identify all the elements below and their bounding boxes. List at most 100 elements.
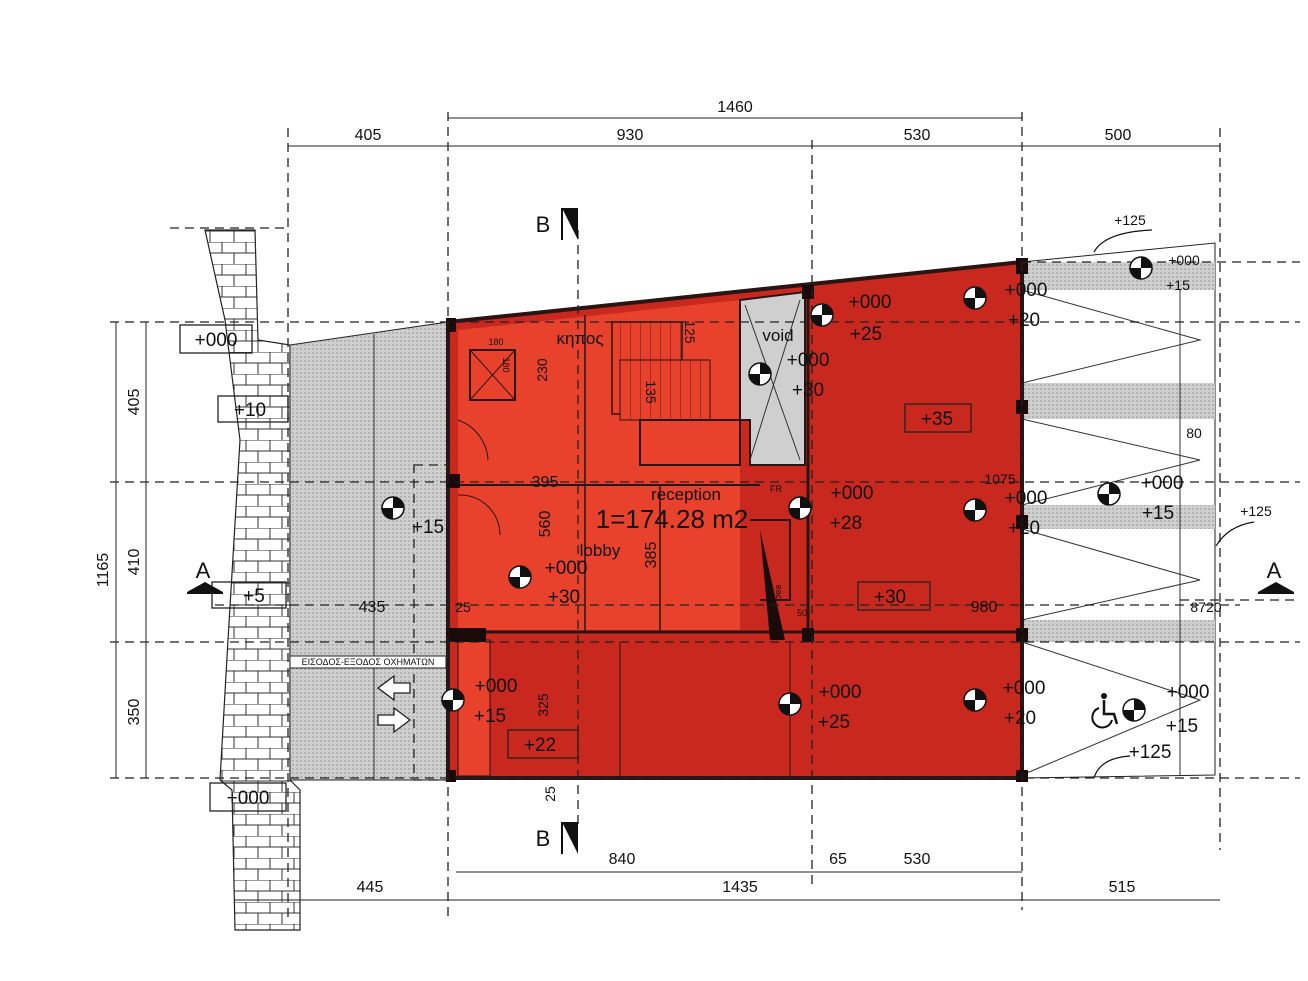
outline-arrow-icon [377,706,412,734]
dim-bottom-515: 515 [1109,879,1136,896]
level-out-top-15: +15 [1166,277,1190,293]
slope-arrow [1093,229,1153,253]
dim-bottom-530: 530 [904,851,931,868]
level-right-mid-000: +000 [1005,488,1048,509]
cross-circle-icon [508,565,532,589]
level-125-top: +125 [1114,212,1146,228]
dim-stair-180b: 180 [501,357,511,372]
level-bm-25: +25 [818,712,850,733]
cross-circle-icon [441,688,465,712]
level-mid-mid-000: +000 [831,483,874,504]
cross-circle-icon [1097,482,1121,506]
dim-left-410: 410 [126,549,143,576]
cross-circle-icon [963,498,987,522]
entry-driveway [289,321,449,781]
dim-inner-980: 980 [971,599,998,616]
level-22: +22 [524,735,556,756]
level-125-right: +125 [1240,503,1272,519]
cross-circle-icon [788,496,812,520]
level-bl-15: +15 [474,706,506,727]
level-lobby-000: +000 [545,558,588,579]
slope-arrow [1215,521,1255,547]
slope-arrow [1093,755,1131,779]
room-label-void: void [762,326,793,345]
dim-inner-50: 50 [797,608,807,618]
section-a-right: A [1267,558,1282,583]
cross-circle-icon [748,362,772,386]
level-br-20: +20 [1004,708,1036,729]
level-right-mid-20: +20 [1008,518,1040,539]
dim-left-405: 405 [126,389,143,416]
area-label: 1=174.28 m2 [596,504,749,534]
level-bm-000: +000 [819,682,862,703]
section-b-top: B [536,212,551,237]
dim-top-530: 530 [904,127,931,144]
dim-inner-385: 385 [643,542,660,569]
cross-circle-icon [963,688,987,712]
level-30-box: +30 [874,587,906,608]
level-out-mid-000: +000 [1141,473,1184,494]
level-park-125: +125 [1129,742,1172,763]
level-void-30: +30 [792,380,824,401]
dim-bottom-840: 840 [609,851,636,868]
room-label-lobby: lobby [580,541,621,560]
dim-bottom-445: 445 [357,879,384,896]
level-mid-top-25: +25 [850,324,882,345]
section-arrow-icon [561,208,578,240]
level-35: +35 [921,409,953,430]
section-arrow-icon [561,822,578,854]
dim-stair-135: 135 [643,380,659,404]
dim-stair-180a: 180 [488,337,503,347]
label-fr: FR [770,484,782,494]
level-left-top: +000 [195,330,238,351]
level-out-mid-15: +15 [1142,503,1174,524]
room-label-garden: κηπος [556,329,603,348]
level-10: +10 [234,400,266,421]
dim-inner-25a: 25 [455,599,471,615]
level-5: +5 [243,586,265,607]
building-footprint [446,258,1028,782]
dim-left-350: 350 [126,699,143,726]
entrance-sign [289,655,447,669]
entrance-label: ΕΙΣΟΔΟΣ-ΕΞΟΔΟΣ ΟΧΗΜΑΤΩΝ [302,657,435,667]
dim-top-total: 1460 [717,99,753,116]
cross-circle-icon [778,692,802,716]
section-arrow-icon [187,582,223,594]
wheelchair-icon [1091,693,1119,729]
level-lobby-30: +30 [548,587,580,608]
label-eac: eac [774,585,784,600]
dim-inner-560: 560 [537,511,554,538]
dim-inner-25b: 25 [542,786,558,802]
level-15-left: +15 [412,517,444,538]
level-park-15: +15 [1166,716,1198,737]
dim-inner-395: 395 [532,474,559,491]
dim-inner-325: 325 [535,693,551,717]
dim-bottom-1435: 1435 [722,879,758,896]
dim-inner-1075: 1075 [984,471,1015,487]
section-a-left: A [196,558,211,583]
outdoor-parking [1021,242,1216,779]
cross-circle-icon [1122,698,1146,722]
cross-circle-icon [963,286,987,310]
dim-inner-435: 435 [359,599,386,616]
dim-stair-125: 125 [682,320,698,344]
dim-top-500: 500 [1105,127,1132,144]
cross-circle-icon [381,496,405,520]
level-bl-000: +000 [475,676,518,697]
level-right-top-000: +000 [1005,280,1048,301]
dim-left-total: 1165 [95,553,112,588]
cross-circle-icon [810,303,834,327]
dimension-chains [115,117,1220,901]
dim-inner-8720: 8720 [1190,599,1221,615]
level-left-bottom: +000 [227,788,270,809]
section-b-bottom: B [536,826,551,851]
level-mid-top-000: +000 [849,292,892,313]
dim-inner-80: 80 [1186,425,1202,441]
dim-top-930: 930 [617,127,644,144]
level-right-top-20: +20 [1008,310,1040,331]
level-out-top-000: +000 [1168,252,1200,268]
section-arrow-icon [1258,582,1294,594]
dim-bottom-65: 65 [829,851,847,868]
outline-arrow-icon [376,674,411,702]
level-br-000: +000 [1003,678,1046,699]
